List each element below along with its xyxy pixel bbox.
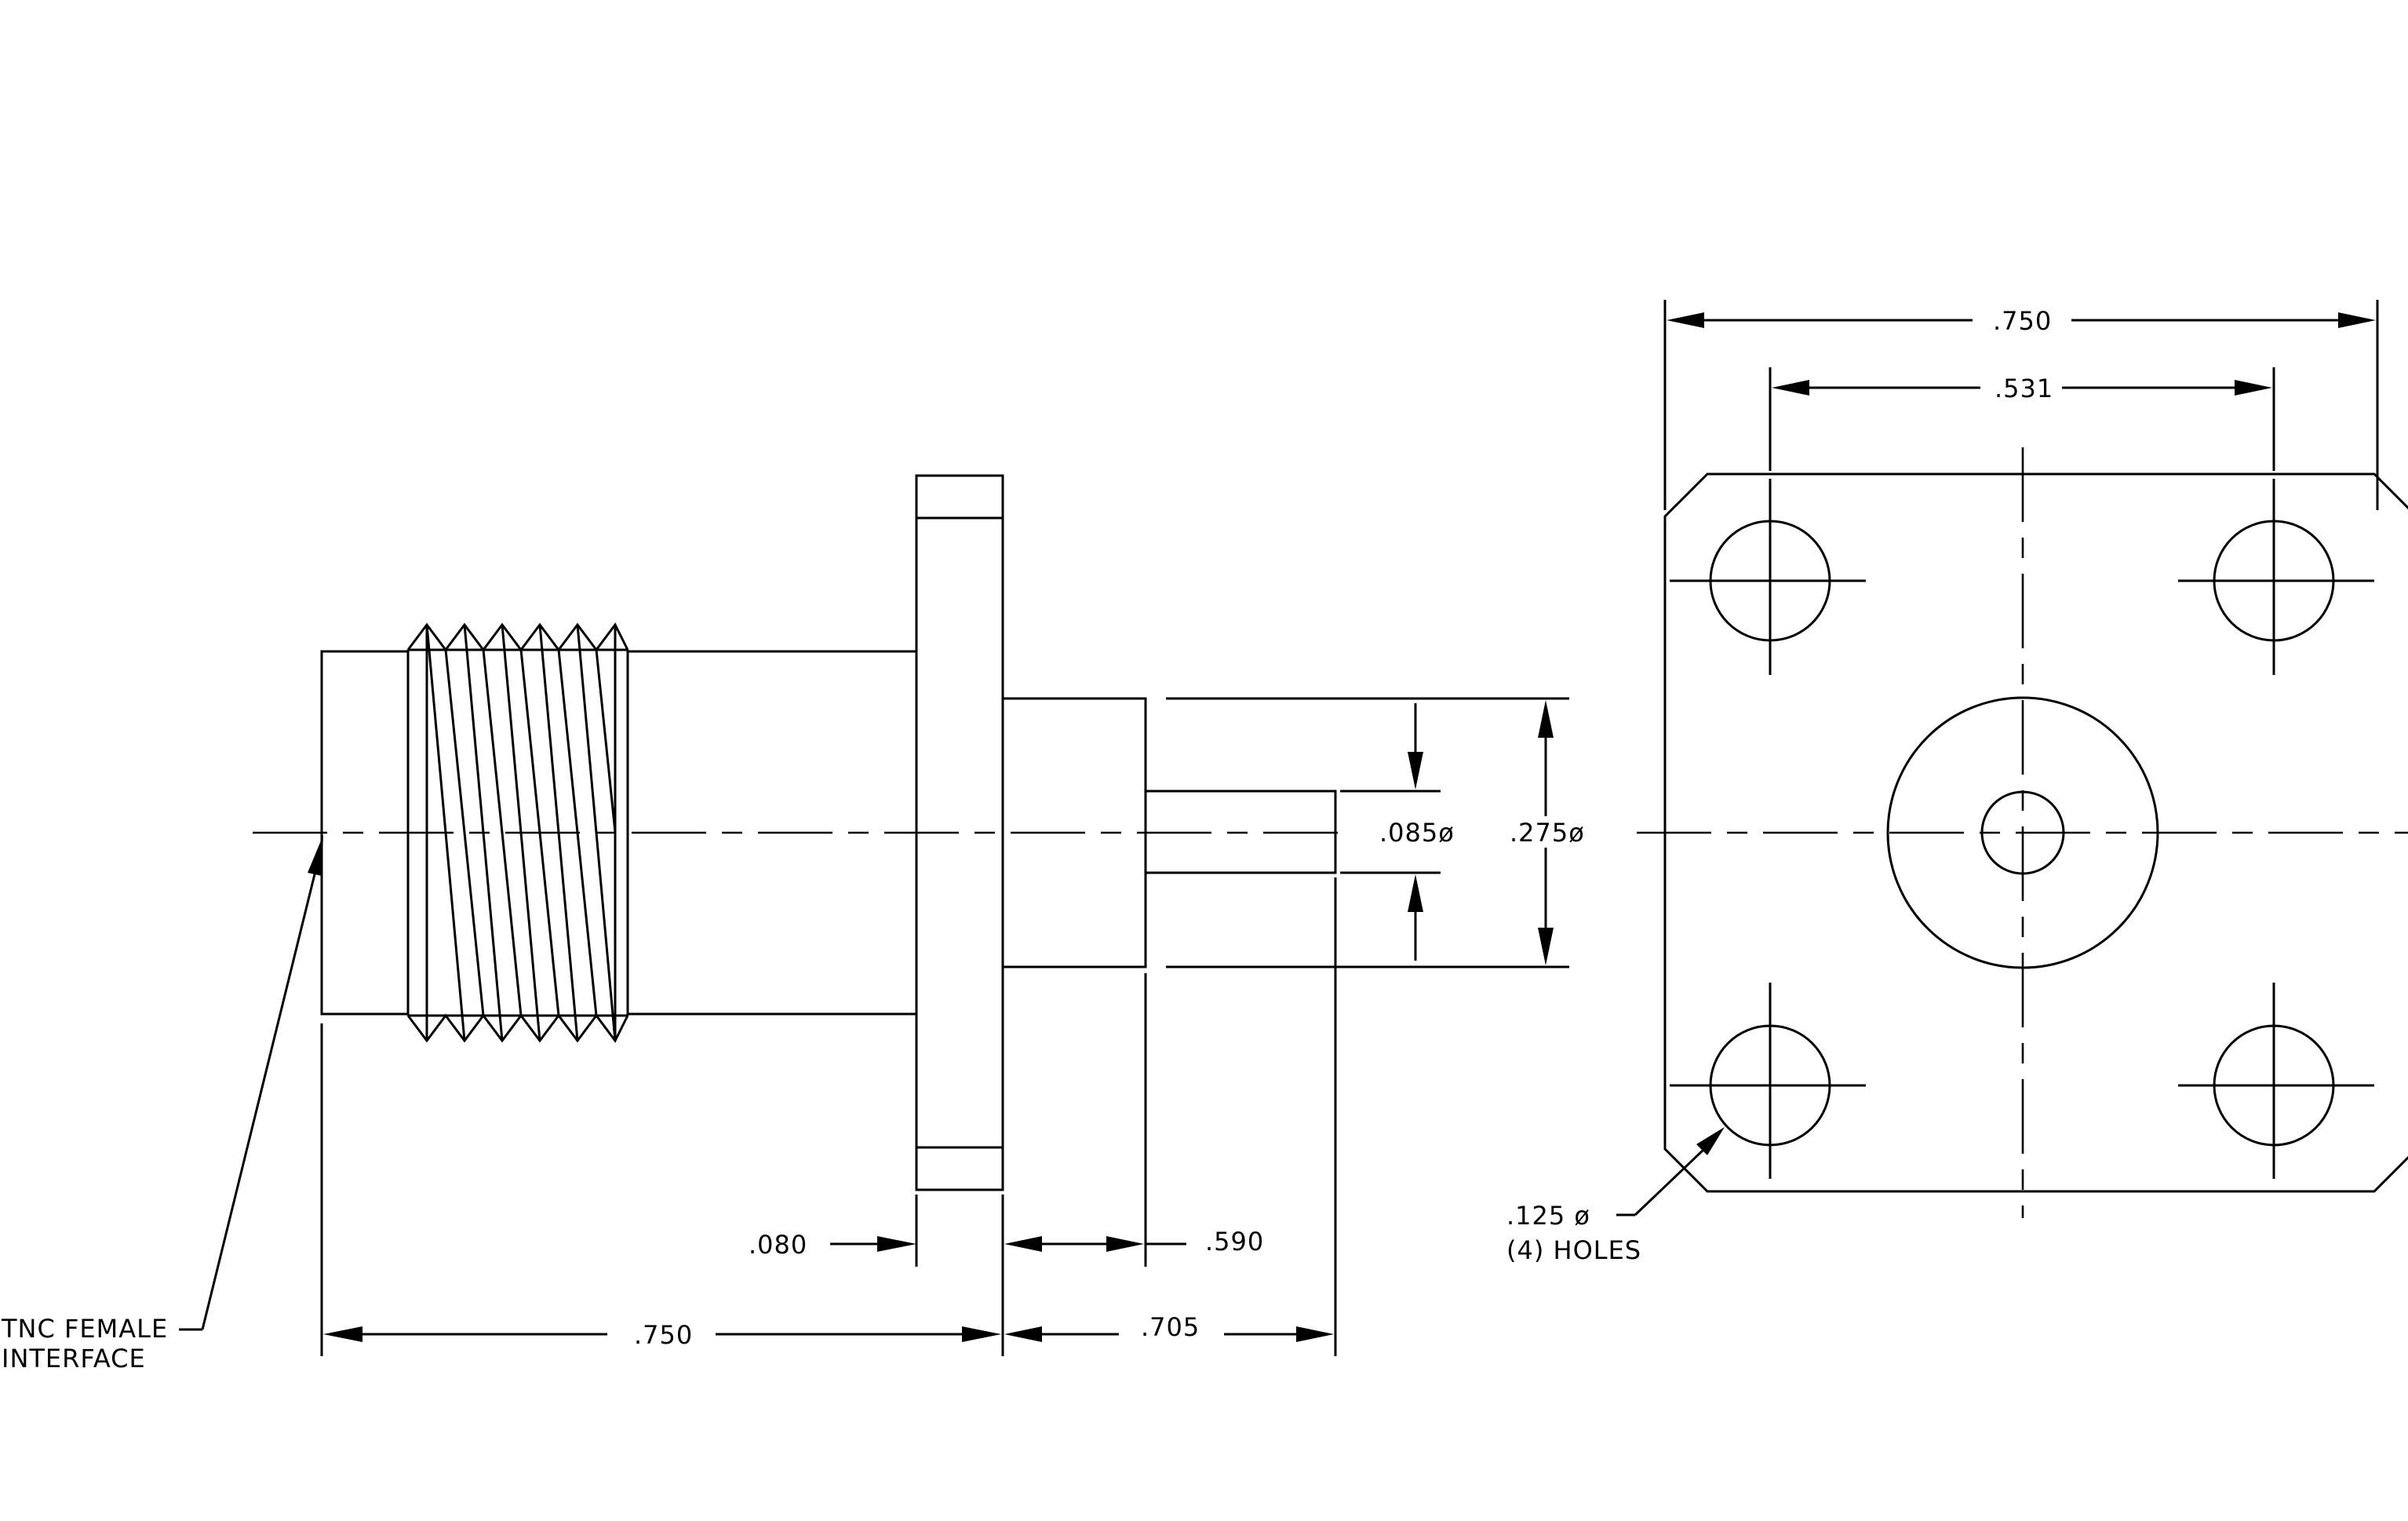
- rear-length-dimension: .705: [1004, 1312, 1334, 1342]
- interface-label-line2: INTERFACE: [2, 1344, 146, 1373]
- coupling-thread: [406, 622, 629, 1043]
- body-diameter-dimension: .275ø: [1510, 700, 1585, 965]
- center-pin: [1144, 790, 1337, 874]
- interface-callout: TNC FEMALE INTERFACE: [1, 835, 323, 1373]
- front-view: .750 .531 .125 ø (4) HOLES: [1506, 300, 2408, 1265]
- contact-circle: [1980, 790, 2065, 875]
- square-flange: [1663, 472, 2408, 1193]
- overall-length-dimension: .750: [323, 1320, 1001, 1350]
- body-length-label: .590: [1205, 1227, 1264, 1257]
- side-view: .085ø .275ø .080 .590: [1, 474, 1585, 1373]
- rear-length-label: .705: [1141, 1312, 1200, 1342]
- flange-thickness-label: .080: [749, 1230, 807, 1260]
- mounting-hole: [2178, 479, 2374, 675]
- flange-width-label: .750: [1993, 306, 2052, 336]
- hole-spacing-dimension: .531: [1769, 367, 2275, 471]
- flange-width-dimension: .750: [1663, 300, 2379, 510]
- holes-label-line1: .125 ø: [1506, 1201, 1590, 1231]
- hole-spacing-label: .531: [1995, 374, 2053, 403]
- dielectric-circle: [1886, 696, 2159, 969]
- holes-callout: .125 ø (4) HOLES: [1506, 1127, 1725, 1265]
- body-length-dimension: .590: [1004, 1227, 1264, 1257]
- pin-diameter-dimension: .085ø: [1379, 703, 1455, 961]
- pin-diameter-label: .085ø: [1379, 818, 1455, 848]
- body-diameter-label: .275ø: [1510, 818, 1585, 848]
- mounting-hole: [1670, 983, 1866, 1179]
- flange-thickness-dimension: .080: [749, 1230, 916, 1260]
- mounting-hole: [1670, 479, 1866, 675]
- overall-length-label: .750: [634, 1320, 693, 1350]
- interface-label-line1: TNC FEMALE: [1, 1314, 168, 1344]
- mounting-hole: [2178, 983, 2374, 1179]
- holes-label-line2: (4) HOLES: [1506, 1235, 1641, 1265]
